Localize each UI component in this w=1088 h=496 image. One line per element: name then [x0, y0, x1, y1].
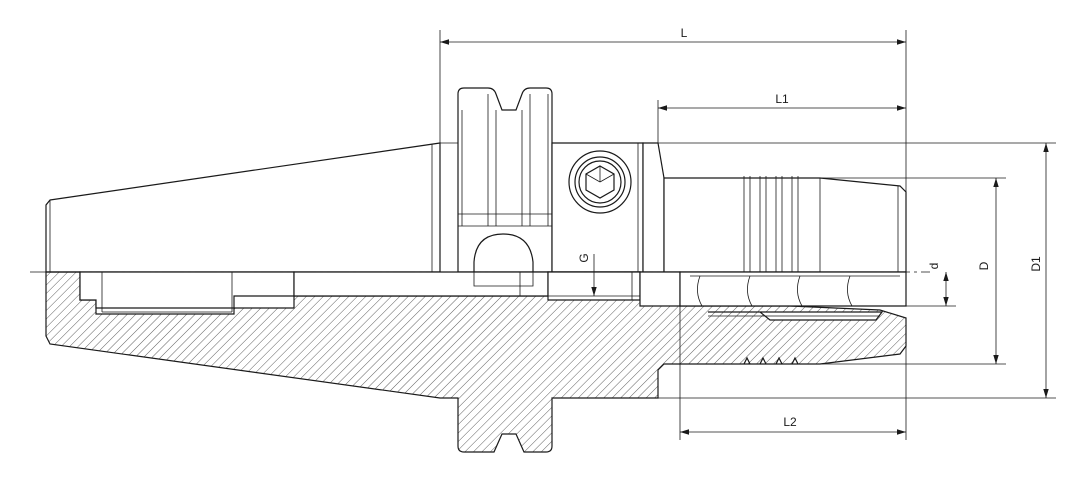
grip-notches-lower: [743, 356, 799, 365]
dimension-L1: [657, 100, 906, 143]
dimension-L: [439, 30, 907, 192]
dimension-d: [906, 272, 956, 307]
label-L: L: [681, 26, 688, 40]
label-D1: D1: [1029, 256, 1043, 272]
bore-pocket: [79, 271, 295, 309]
label-G: G: [577, 253, 591, 262]
grip-rings-upper: [743, 176, 799, 272]
taper-shank-upper: [45, 142, 441, 273]
clamping-nut-section: [679, 271, 907, 307]
flange-upper: [457, 87, 553, 273]
dimension-D1: [658, 142, 1056, 399]
label-L2: L2: [783, 415, 797, 429]
dimension-L2: [679, 306, 907, 440]
upper-half-view: [45, 87, 907, 273]
label-D: D: [977, 261, 991, 270]
set-screw-circle: [568, 150, 632, 214]
nut-thread-curves: [690, 275, 900, 307]
collet-nose-upper: [663, 177, 907, 273]
label-L1: L1: [775, 92, 789, 106]
body-upper: [551, 142, 644, 273]
nose-neck-upper: [642, 142, 665, 273]
dimension-D: [820, 177, 1006, 365]
lower-half-section: [45, 271, 907, 453]
label-d: d: [927, 263, 941, 270]
